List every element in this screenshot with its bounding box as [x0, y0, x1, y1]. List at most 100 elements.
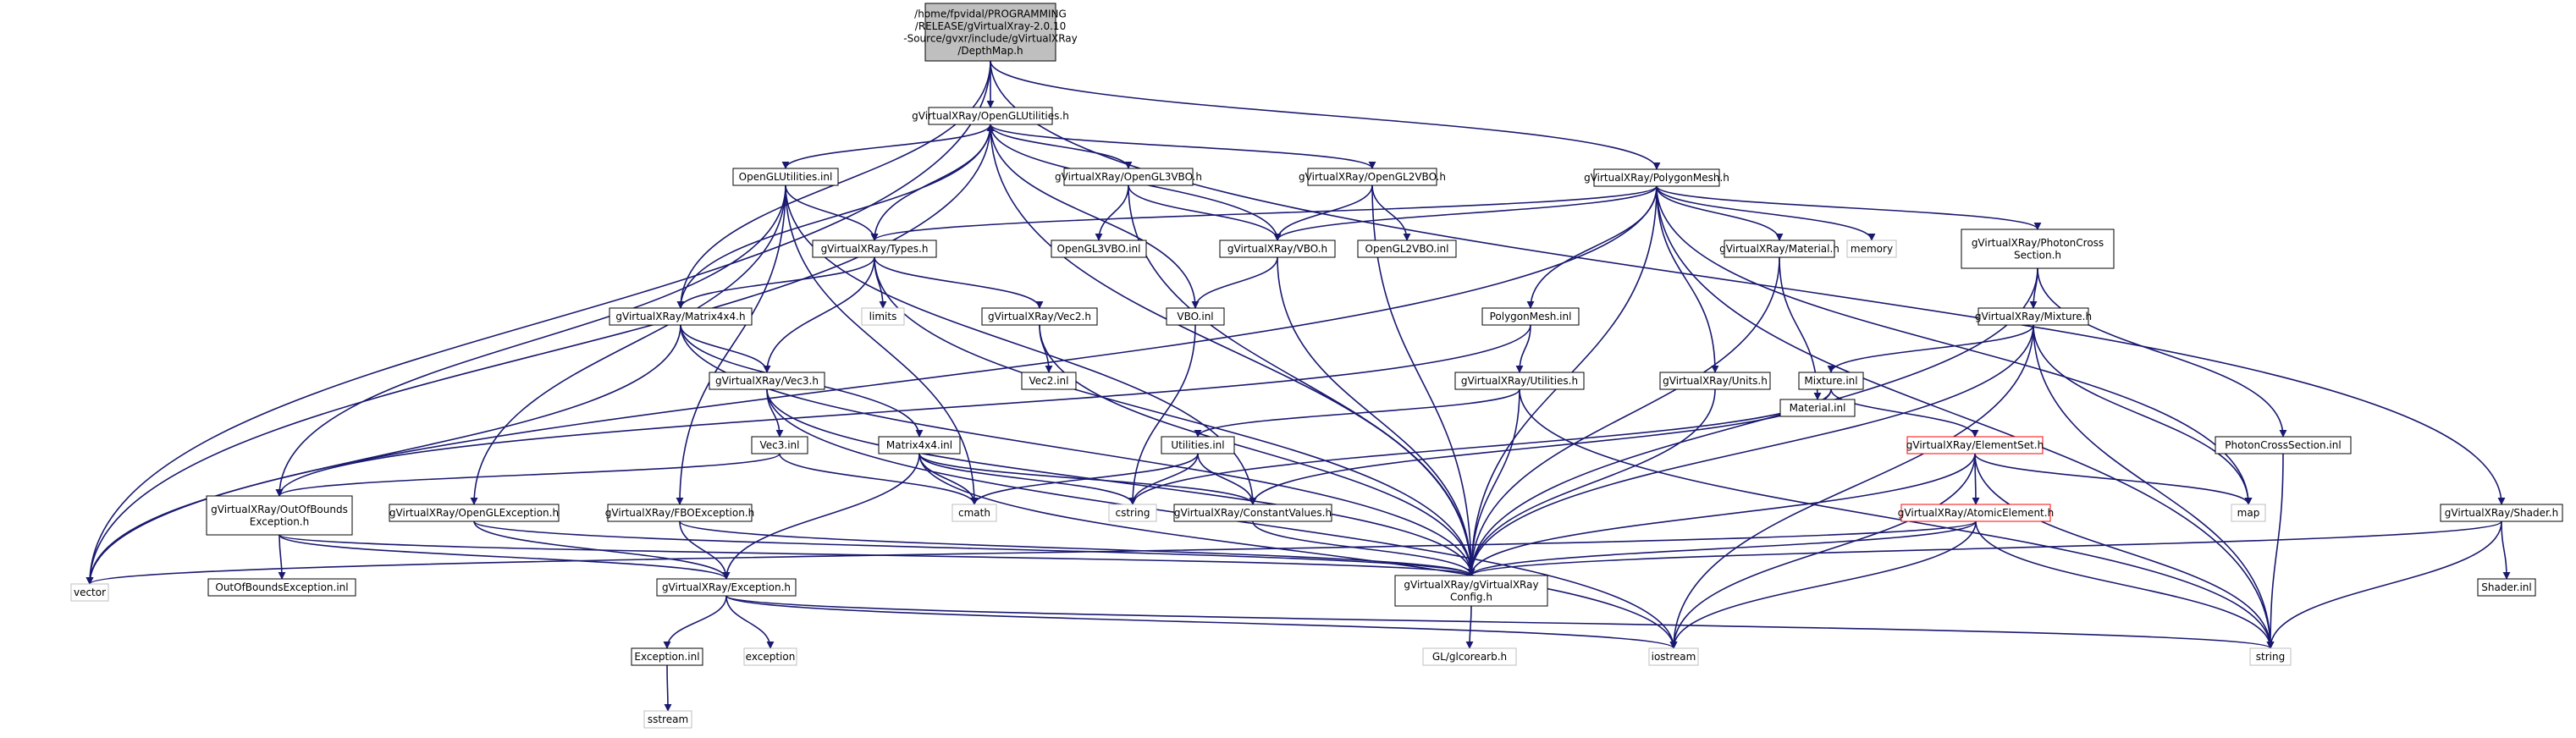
node-outofbounds-inl[interactable]: OutOfBoundsException.inl	[207, 578, 356, 597]
node-sstream[interactable]: sstream	[643, 710, 692, 729]
node-atomicelement-h[interactable]: gVirtualXRay/AtomicElement.h	[1898, 504, 2054, 522]
node-cmath[interactable]: cmath	[952, 504, 997, 522]
node-label-line: exception	[746, 651, 796, 663]
node-label-line: vector	[74, 587, 106, 598]
edge-utilities_h-to-utilities_inl	[1194, 388, 1520, 438]
edge-mixture_h-to-string	[2033, 324, 2275, 649]
edge-polygonmesh_inl-to-utilities_h	[1515, 324, 1531, 373]
node-cstring[interactable]: cstring	[1108, 504, 1157, 522]
node-box	[1394, 575, 1548, 607]
node-matrix4x4-inl[interactable]: Matrix4x4.inl	[878, 436, 961, 454]
node-string[interactable]: string	[2249, 647, 2292, 666]
edge-types_h-to-vec3_h	[763, 256, 875, 373]
node-vec3-inl[interactable]: Vec3.inl	[751, 436, 808, 454]
node-box	[70, 583, 109, 602]
node-memory[interactable]: memory	[1846, 240, 1897, 258]
node-box	[1422, 647, 1517, 666]
edge-matrix4x4_inl-to-iostream	[918, 453, 1678, 649]
node-box	[1173, 504, 1332, 522]
node-box	[1357, 240, 1457, 258]
node-opengl-utilities-inl[interactable]: OpenGLUtilities.inl	[732, 168, 839, 186]
node-opengl3vbo-h[interactable]: gVirtualXRay/OpenGL3VBO.h	[1055, 168, 1202, 186]
node-label-line: gVirtualXRay/Material.h	[1719, 243, 1840, 255]
edge-opengl_utilities_inl-to-cmath	[785, 184, 979, 505]
edge-polygonmesh_h-to-types_h	[870, 185, 1658, 241]
node-box	[878, 436, 961, 454]
node-units-h[interactable]: gVirtualXRay/Units.h	[1659, 372, 1771, 390]
node-box	[709, 372, 825, 390]
node-box	[952, 504, 997, 522]
node-vbo-inl[interactable]: VBO.inl	[1166, 307, 1225, 326]
edge-config_h-to-gl_glcorearb_h	[1465, 605, 1474, 649]
node-box	[1021, 372, 1077, 390]
node-box	[1900, 504, 2051, 522]
node-photoncross-inl[interactable]: PhotonCrossSection.inl	[2215, 436, 2352, 454]
node-material-inl[interactable]: Material.inl	[1779, 399, 1856, 417]
node-vector[interactable]: vector	[70, 583, 109, 602]
edge-polygonmesh_h-to-photoncross_h	[1656, 185, 2042, 230]
node-box	[1798, 372, 1864, 390]
node-label-line: gVirtualXRay/AtomicElement.h	[1898, 507, 2054, 519]
node-fboexception-h[interactable]: gVirtualXRay/FBOException.h	[605, 504, 754, 522]
edge-shader_h-to-config_h	[1467, 520, 2502, 576]
node-photoncross-h[interactable]: gVirtualXRay/PhotonCrossSection.h	[1961, 229, 2115, 269]
edge-opengl2vbo_h-to-vbo_h	[1273, 184, 1373, 241]
node-shader-h[interactable]: gVirtualXRay/Shader.h	[2440, 504, 2563, 522]
node-shader-inl[interactable]: Shader.inl	[2477, 578, 2536, 597]
node-vec2-h[interactable]: gVirtualXRay/Vec2.h	[981, 307, 1098, 326]
node-openglexception-h[interactable]: gVirtualXRay/OpenGLException.h	[389, 504, 560, 522]
node-elementset-h[interactable]: gVirtualXRay/ElementSet.h	[1906, 436, 2044, 454]
node-vbo-h[interactable]: gVirtualXRay/VBO.h	[1219, 240, 1336, 258]
edge-mixture_h-to-mixture_inl	[1827, 324, 2034, 373]
edge-opengl_utilities_h-to-vector	[85, 124, 991, 585]
edge-polygonmesh_h-to-memory	[1656, 185, 1876, 241]
node-opengl2vbo-h[interactable]: gVirtualXRay/OpenGL2VBO.h	[1299, 168, 1446, 186]
edge-units_h-to-config_h	[1467, 388, 1716, 576]
node-opengl-utilities-h[interactable]: gVirtualXRay/OpenGLUtilities.h	[912, 107, 1069, 125]
node-utilities-h[interactable]: gVirtualXRay/Utilities.h	[1454, 372, 1585, 390]
node-label-line: gVirtualXRay/Shader.h	[2445, 507, 2558, 519]
node-opengl3vbo-inl[interactable]: OpenGL3VBO.inl	[1051, 240, 1147, 258]
node-vec2-inl[interactable]: Vec2.inl	[1021, 372, 1077, 390]
node-opengl2vbo-inl[interactable]: OpenGL2VBO.inl	[1357, 240, 1457, 258]
node-vec3-h[interactable]: gVirtualXRay/Vec3.h	[709, 372, 825, 390]
node-exception-inl[interactable]: Exception.inl	[631, 647, 703, 666]
node-material-h[interactable]: gVirtualXRay/Material.h	[1719, 240, 1840, 258]
node-root[interactable]: /home/fpvidal/PROGRAMMING/RELEASE/gVirtu…	[903, 3, 1078, 62]
edge-elementset_h-to-iostream	[1669, 453, 1976, 649]
node-label-line: cmath	[958, 507, 990, 519]
node-outofbounds-h[interactable]: gVirtualXRay/OutOfBoundsException.h	[206, 495, 353, 536]
node-polygonmesh-inl[interactable]: PolygonMesh.inl	[1481, 307, 1580, 326]
edge-atomicelement_h-to-string	[1975, 520, 2275, 649]
edge-vbo_inl-to-opengl_utilities_h	[986, 124, 1196, 309]
node-gl-glcorearb-h[interactable]: GL/glcorearb.h	[1422, 647, 1517, 666]
edge-atomicelement_h-to-iostream	[1669, 520, 1977, 649]
node-utilities-inl[interactable]: Utilities.inl	[1161, 436, 1235, 454]
node-box	[1166, 307, 1225, 326]
node-label-line: gVirtualXRay/OpenGL3VBO.h	[1055, 171, 1202, 183]
node-box	[2215, 436, 2352, 454]
node-map[interactable]: map	[2231, 504, 2266, 522]
node-label-line: /home/fpvidal/PROGRAMMING	[914, 8, 1067, 19]
node-constantvalues-h[interactable]: gVirtualXRay/ConstantValues.h	[1173, 504, 1332, 522]
node-matrix4x4-h[interactable]: gVirtualXRay/Matrix4x4.h	[609, 307, 753, 326]
edge-matrix4x4_h-to-vec3_h	[680, 324, 771, 373]
node-label-line: VBO.inl	[1177, 311, 1213, 322]
node-exception[interactable]: exception	[743, 647, 797, 666]
node-mixture-h[interactable]: gVirtualXRay/Mixture.h	[1975, 307, 2092, 326]
node-label-line: gVirtualXRay/OpenGL2VBO.h	[1299, 171, 1446, 183]
node-label-line: OpenGLUtilities.inl	[739, 171, 833, 183]
node-label-line: map	[2237, 507, 2260, 519]
node-polygonmesh-h[interactable]: gVirtualXRay/PolygonMesh.h	[1584, 168, 1729, 187]
node-limits[interactable]: limits	[861, 307, 905, 326]
node-types-h[interactable]: gVirtualXRay/Types.h	[812, 240, 937, 258]
node-iostream[interactable]: iostream	[1648, 647, 1699, 666]
edge-utilities_h-to-string	[1519, 388, 2275, 649]
node-mixture-inl[interactable]: Mixture.inl	[1798, 372, 1864, 390]
edge-mixture_h-to-iostream	[1669, 324, 2034, 649]
node-exception-h[interactable]: gVirtualXRay/Exception.h	[656, 578, 797, 597]
node-label-line: gVirtualXRay/Matrix4x4.h	[615, 311, 745, 322]
node-box	[2477, 578, 2536, 597]
edge-opengl_utilities_inl-to-outofbounds_h	[275, 184, 786, 497]
